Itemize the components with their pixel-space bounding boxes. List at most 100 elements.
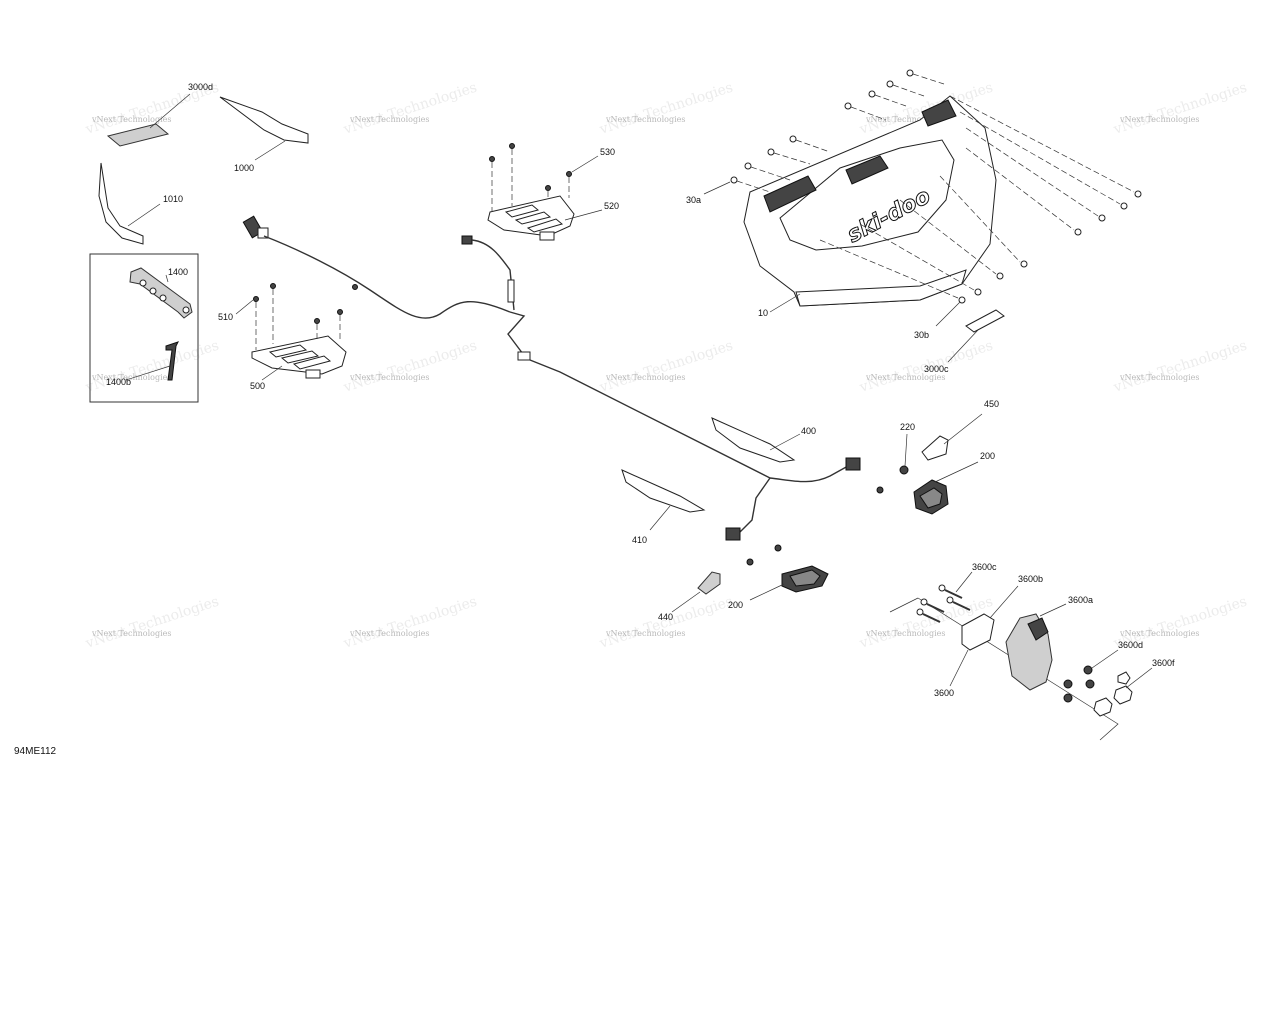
label-200: 200 [980, 451, 995, 461]
part-520-bracket[interactable]: 520 [487, 195, 619, 241]
bolt [946, 596, 971, 611]
screw [886, 80, 925, 97]
nut [1113, 685, 1133, 705]
watermark-text: vNext Technologies [91, 115, 171, 124]
bracket-slots [504, 204, 564, 233]
wire-segment [769, 465, 849, 483]
watermark-text: vNext Technologies [341, 594, 479, 653]
part-200-light-left[interactable]: 200 [728, 565, 829, 610]
screw [314, 318, 320, 342]
watermark-text: vNext Technologies [865, 115, 945, 124]
screw [959, 111, 1128, 210]
nut [876, 486, 884, 494]
leader-line [749, 583, 785, 601]
nut [899, 465, 909, 475]
toolkit-frame [89, 253, 199, 403]
bumper-grip-left [763, 175, 817, 213]
screw [489, 156, 495, 212]
part-3600d-washers[interactable]: 3600d [1063, 640, 1143, 703]
part-440-decal[interactable]: 440 [658, 571, 721, 622]
label-530: 530 [600, 147, 615, 157]
part-1010-decal[interactable]: 1010 [98, 162, 183, 245]
part-200-light-right[interactable]: 200 [913, 451, 995, 515]
connector [845, 457, 861, 471]
watermark-text: vNext Technologies [865, 629, 945, 638]
watermark-text: vNext Technologies [597, 80, 735, 139]
wiring-harness[interactable] [242, 215, 861, 541]
watermark-text: vNext Technologies [1111, 338, 1249, 397]
leader-line [934, 461, 979, 483]
connector [461, 235, 473, 245]
bolt [920, 598, 945, 613]
watermark-text: vNext Technologies [1119, 373, 1199, 382]
label-520: 520 [604, 201, 619, 211]
hex-key-tool [165, 341, 179, 381]
part-10-rear-bumper[interactable]: ski-doo 10 [743, 95, 997, 318]
bracket-foot [539, 231, 555, 241]
part-1400-toolkit[interactable]: 1400 1400b [89, 253, 199, 403]
part-3000c-decal[interactable]: 3000c [924, 309, 1005, 374]
part-30b-screws[interactable]: 30b [819, 95, 1142, 340]
watermark: vNext Technologies vNext Technologies [341, 80, 479, 139]
leader-line [1125, 667, 1153, 689]
part-410-reflector[interactable]: 410 [621, 469, 706, 545]
leader-line [703, 181, 731, 195]
screw [767, 148, 811, 165]
wire-segment [507, 311, 527, 359]
wire-segment [739, 477, 771, 533]
diagram-code: 94ME112 [14, 746, 57, 757]
part-500-bracket[interactable]: 500 [250, 335, 347, 391]
part-510-screws[interactable]: 510 [218, 283, 343, 351]
bumper-grip-right [921, 99, 957, 127]
part-530-screws[interactable]: 530 [489, 143, 616, 213]
decal-shape [697, 571, 721, 595]
leader-line [125, 365, 171, 381]
part-450-decal[interactable]: 450 [921, 399, 999, 461]
label-200: 200 [728, 600, 743, 610]
hitch-pin [1027, 617, 1049, 641]
screw [744, 162, 791, 181]
leader-line [989, 585, 1019, 619]
label-1400: 1400 [168, 267, 188, 277]
part-3600c-bolts[interactable]: 3600c [916, 562, 997, 623]
bracket-foot [305, 369, 321, 379]
part-3600b-plate[interactable]: 3600b [961, 574, 1043, 651]
wire-segment [263, 235, 511, 319]
label-440: 440 [658, 612, 673, 622]
bumper-grip-center [845, 155, 889, 185]
label-1000: 1000 [234, 163, 254, 173]
leader-line [127, 203, 161, 227]
label-450: 450 [984, 399, 999, 409]
watermark-text: vNext Technologies [341, 80, 479, 139]
watermark-text: vNext Technologies [865, 373, 945, 382]
leader-line [947, 329, 979, 363]
watermark: vNext Technologies vNext Technologies [1111, 80, 1249, 139]
part-3600a-hitch-body[interactable]: 3600a [1005, 595, 1093, 691]
part-400-reflector[interactable]: 400 [711, 417, 816, 463]
part-30a-screws[interactable]: 30a [686, 69, 945, 205]
watermark-layer: vNext Technologies vNext Technologies vN… [83, 80, 1249, 653]
screw [253, 296, 259, 350]
part-1000-decal[interactable]: 1000 [219, 96, 309, 173]
part-3000d-decal[interactable]: 3000d [106, 82, 213, 147]
watermark: vNext Technologies vNext Technologies [597, 338, 735, 397]
label-220: 220 [900, 422, 915, 432]
label-10: 10 [758, 308, 768, 318]
nut [746, 558, 754, 566]
watermark-text: vNext Technologies [91, 629, 171, 638]
part-3600f-nuts[interactable]: 3600f [1093, 658, 1175, 717]
watermark-text: vNext Technologies [341, 338, 479, 397]
leader-line [943, 413, 983, 445]
label-400: 400 [801, 426, 816, 436]
leader-line [769, 433, 801, 451]
watermark-text: vNext Technologies [349, 115, 429, 124]
leader-line [165, 274, 169, 283]
screw [868, 90, 907, 107]
reflector-shape [711, 417, 796, 463]
wire-clip [352, 284, 358, 290]
connector [257, 227, 269, 239]
watermark-text: vNext Technologies [605, 373, 685, 382]
part-220-nut[interactable]: 220 [746, 422, 915, 566]
label-1400b: 1400b [106, 377, 131, 387]
screw [899, 199, 1004, 280]
